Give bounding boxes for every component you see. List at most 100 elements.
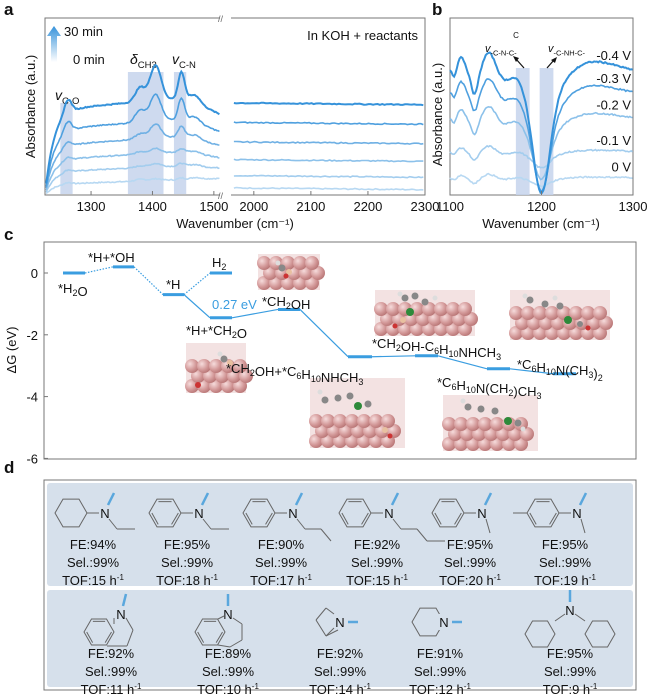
- connector-h-h2: [183, 272, 211, 296]
- surface-nme2-image: [509, 290, 613, 340]
- adsorbate-atom: [421, 298, 429, 306]
- molecule-structure-1-methylpyrrolidine: N: [315, 607, 358, 637]
- x-tick-label-a: 2300: [411, 199, 440, 214]
- series-b-0 V: [449, 172, 633, 188]
- selectivity-value: Sel.:99%: [67, 555, 119, 570]
- nitrogen-atom-label: N: [194, 506, 203, 521]
- bond: [315, 619, 327, 637]
- band-b-0: [515, 68, 530, 195]
- adsorbate-atom: [227, 360, 233, 366]
- selectivity-value: Sel.:99%: [544, 664, 596, 679]
- double-bond: [245, 512, 253, 525]
- bond: [202, 518, 212, 530]
- adsorbate-atom: [392, 323, 398, 329]
- adsorbate-atom: [354, 402, 362, 410]
- tof-value: TOF:15 h-1: [62, 573, 124, 588]
- adsorbate-atom: [286, 269, 292, 275]
- annotation-barrier: 0.27 eV: [212, 297, 257, 312]
- selectivity-value: Sel.:99%: [539, 555, 591, 570]
- tof-value: TOF:18 h-1: [156, 573, 218, 588]
- band-0: [60, 103, 73, 194]
- series-a-t4-seg2: [233, 140, 424, 145]
- nitrogen-atom-label: N: [100, 506, 109, 521]
- bond: [325, 629, 339, 637]
- double-bond: [215, 631, 223, 643]
- series-a-30-min-seg2: [233, 101, 424, 107]
- level-label-ch2ch3: *C6H10N(CH2)CH3: [437, 375, 542, 401]
- methyl-bond-highlight: [483, 492, 493, 506]
- ring: [338, 498, 372, 528]
- x-tick-label-a: 1400: [138, 199, 167, 214]
- fe-value: FE:95%: [547, 646, 594, 661]
- fe-value: FE:94%: [70, 537, 117, 552]
- tof-value: TOF:17 h-1: [250, 573, 312, 588]
- level-label-h2o: *H2O: [58, 281, 88, 299]
- connector-h_oh-h: [133, 266, 164, 296]
- molecule-structure-1-methyl-tetrahydroquinoline: N: [194, 594, 243, 648]
- tof-value: TOF:15 h-1: [346, 573, 408, 588]
- double-bond: [454, 512, 462, 525]
- molecule-structure-n-ethyl-n-methylaniline: N: [148, 492, 229, 530]
- nitrogen-atom-label: N: [116, 607, 125, 622]
- surface-atom: [374, 302, 388, 316]
- methyl-bond-highlight: [390, 492, 400, 506]
- series-label-b: 0 V: [611, 159, 631, 174]
- panel-label-a: a: [4, 0, 14, 19]
- series-a-30-min-seg1: [45, 63, 220, 184]
- surface-atom: [305, 256, 319, 270]
- series-a-t5-seg2: [233, 121, 424, 126]
- level-label-h_ch2o: *H+*CH2O: [186, 323, 247, 341]
- axis-break-mark-bottom: //: [218, 191, 224, 201]
- double-bond: [104, 631, 112, 643]
- molecule-structure-n-butyl-n-methylaniline: N: [338, 492, 445, 542]
- surface-ch2oh-c6-image: [374, 290, 478, 336]
- band-label-cnhc: v-C-NH-C-: [548, 43, 586, 57]
- y-tick-label-c: -4: [26, 390, 38, 405]
- x-tick-label-a: 1500: [199, 199, 228, 214]
- tof-value: TOF:11 h-1: [81, 682, 142, 697]
- connector-h_ch2o-ch2oh: [231, 308, 279, 319]
- level-label-ch2oh: *CH2OH: [262, 294, 310, 312]
- adsorbate-atom: [552, 295, 558, 301]
- x-axis-label-b: Wavenumber (cm⁻¹): [482, 216, 600, 231]
- series-a-t2-seg1: [45, 162, 220, 193]
- adsorbate-atom: [346, 392, 354, 400]
- panel-label-b: b: [432, 0, 443, 19]
- adsorbate-atom: [520, 426, 526, 432]
- axis-break-mark-top: //: [218, 14, 224, 24]
- fe-value: FE:89%: [205, 646, 252, 661]
- adsorbate-atom: [491, 407, 499, 415]
- series-a-0-min-seg2: [233, 186, 424, 191]
- adsorbate-atom: [397, 291, 403, 297]
- surface-atom: [309, 414, 323, 428]
- adsorbate-atom: [217, 351, 223, 357]
- surface-atom: [458, 302, 472, 316]
- series-a-t5-seg1: [45, 93, 220, 187]
- series-b--0.1 V: [449, 144, 634, 169]
- fe-value: FE:92%: [354, 537, 401, 552]
- band-label-c-o: vC-O: [55, 87, 79, 107]
- surface-atom: [521, 306, 535, 320]
- methyl-bond-highlight: [294, 492, 304, 506]
- double-bond: [529, 512, 537, 525]
- adsorbate-atom: [382, 427, 388, 433]
- series-a-t3-seg2: [233, 158, 424, 163]
- bond: [125, 617, 134, 631]
- double-bond: [361, 512, 369, 525]
- series-a-t4-seg1: [45, 123, 220, 189]
- double-bond: [171, 512, 179, 525]
- methyl-bond-highlight: [200, 492, 210, 506]
- level-label-h: *H: [166, 277, 180, 292]
- surface-atom: [333, 414, 347, 428]
- surface-atom: [509, 306, 523, 320]
- y-tick-label-c: 0: [31, 266, 38, 281]
- bond: [126, 629, 134, 647]
- tof-value: TOF:10 h-1: [197, 682, 259, 697]
- molecule-structure-n-methyldicyclohexylamine: N: [524, 590, 616, 648]
- molecule-structure-n-n-dimethylaniline: N: [431, 492, 493, 534]
- adsorbate-atom: [556, 302, 564, 310]
- series-label-b: -0.3 V: [596, 71, 631, 86]
